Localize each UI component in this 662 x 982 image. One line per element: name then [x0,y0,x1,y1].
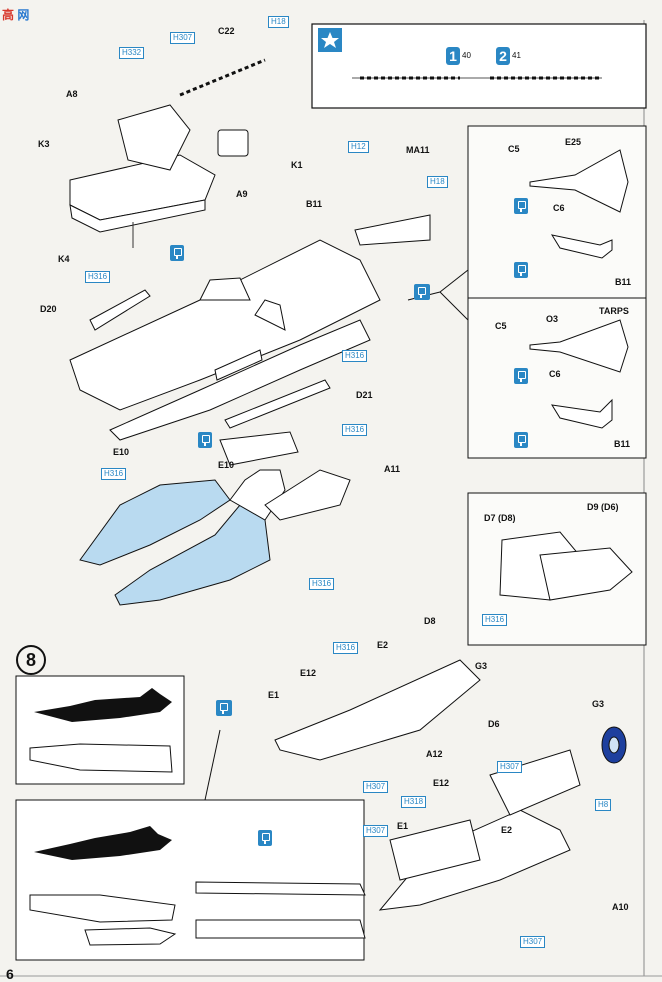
part-label: B11 [615,277,632,287]
cement-icon [198,432,212,448]
paint-tag: H316 [101,468,127,480]
part-label: K4 [58,254,70,264]
part-label: E1 [397,821,409,831]
part-label: C5 [508,144,520,154]
part-label: D7 (D8) [484,513,516,523]
part-label: A8 [66,89,78,99]
part-label: C5 [495,321,507,331]
option-select-icon [414,284,430,300]
cement-icon [170,245,184,261]
part-label: A12 [426,749,443,759]
paint-tag: H8 [595,799,612,811]
part-label: A11 [384,464,401,474]
part-label: K3 [38,139,50,149]
part-label: G3 [592,699,605,709]
option-2-qty: 41 [512,51,521,60]
watermark: 高 网 [2,6,29,23]
paint-tag: H307 [170,32,196,44]
paint-tag: H316 [342,350,368,362]
decal-option-panel [311,23,647,109]
cement-icon [258,830,272,846]
part-label: C6 [553,203,565,213]
paint-tag: H12 [348,141,369,153]
paint-tag: H18 [268,16,289,28]
option-select-icon [216,700,232,716]
paint-tag: H316 [309,578,335,590]
cement-icon [514,262,528,278]
paint-tag: H316 [482,614,508,626]
part-label: E10 [113,447,130,457]
part-label: E2 [501,825,513,835]
part-label: A9 [236,189,248,199]
part-label: MA11 [406,145,430,155]
cement-icon [514,368,528,384]
paint-tag: H316 [85,271,111,283]
option-1-badge: 1 [446,47,460,65]
part-label: G3 [475,661,488,671]
part-label: E1 [268,690,280,700]
part-label: TARPS [599,306,629,316]
part-label: B11 [614,439,631,449]
aircraft-silhouette-1 [34,688,172,722]
paint-tag: H316 [333,642,359,654]
part-label: A10 [612,902,629,912]
paint-tag: H307 [520,936,546,948]
paint-tag: H318 [401,796,427,808]
part-label: C6 [549,369,561,379]
part-label: D8 [424,616,436,626]
part-label: D9 (D6) [587,502,619,512]
fuselage-upper-assembly [69,214,431,441]
step-number: 8 [16,645,46,675]
part-label: D6 [488,719,500,729]
cement-icon [514,198,528,214]
part-label: E10 [218,460,235,470]
paint-tag: H307 [363,825,389,837]
aircraft-silhouette-2 [34,826,172,860]
part-label: D20 [40,304,57,314]
part-label: E12 [300,668,317,678]
paint-tag: H307 [497,761,523,773]
part-label: E25 [565,137,582,147]
part-label: D21 [356,390,373,400]
paint-tag: H307 [363,781,389,793]
part-label: O3 [546,314,559,324]
paint-tag: H18 [427,176,448,188]
page-number: 6 [6,966,14,982]
part-label: E2 [377,640,389,650]
part-label: K1 [291,160,303,170]
cockpit-tub-assembly [69,58,266,248]
paint-tag: H332 [119,47,145,59]
lower-wing-panels [79,431,351,606]
option-2-badge: 2 [496,47,510,65]
paint-tag: H316 [342,424,368,436]
watermark-char-1: 高 [2,8,15,22]
part-label: E12 [433,778,450,788]
watermark-char-2: 网 [17,8,30,22]
cement-icon [514,432,528,448]
option-1-qty: 40 [462,51,471,60]
part-label: C22 [218,26,235,36]
part-label: B11 [306,199,323,209]
